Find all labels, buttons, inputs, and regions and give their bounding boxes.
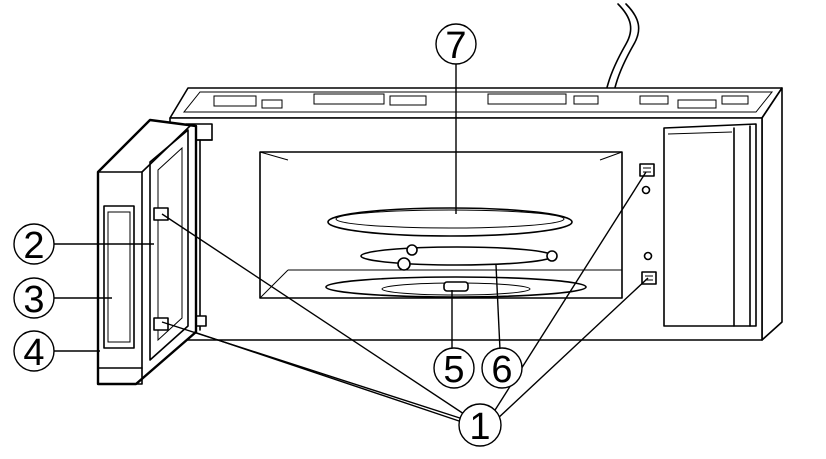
- callout-7: 7: [435, 23, 477, 67]
- door: [96, 118, 198, 386]
- power-cord: [599, 3, 640, 101]
- callout-number: 3: [23, 279, 44, 321]
- oven-cavity: [259, 151, 623, 299]
- callout-1: 1: [458, 403, 502, 448]
- callout-number: 5: [443, 349, 464, 391]
- turntable-coupler: [325, 276, 587, 298]
- callout-5: 5: [433, 347, 475, 391]
- callout-4: 4: [13, 330, 55, 374]
- cabinet-top: [169, 87, 783, 119]
- roller-ring: [360, 244, 558, 271]
- callout-6: 6: [481, 347, 523, 391]
- glass-tray: [327, 207, 573, 237]
- callout-number: 1: [469, 406, 490, 448]
- callout-number: 4: [23, 332, 44, 374]
- callout-2: 2: [13, 223, 55, 267]
- callout-3: 3: [13, 277, 55, 321]
- control-panel: [663, 123, 757, 327]
- latch-receivers: [639, 163, 657, 285]
- callout-number: 7: [445, 25, 466, 67]
- callout-number: 6: [491, 349, 512, 391]
- callout-number: 2: [23, 225, 44, 267]
